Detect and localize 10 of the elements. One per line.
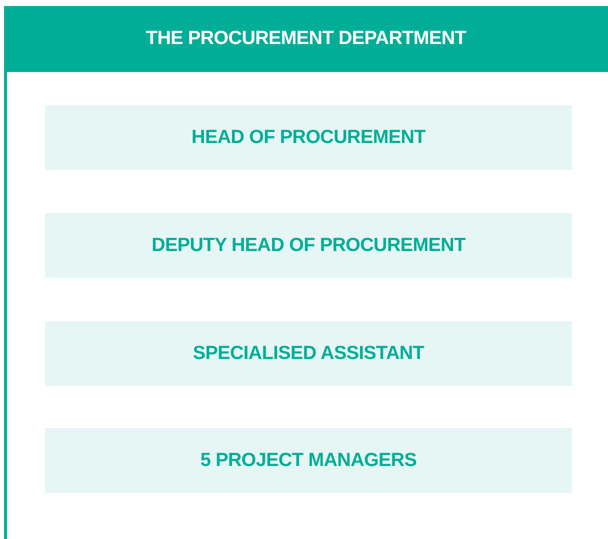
role-box <box>45 105 572 170</box>
department-title: THE PROCUREMENT DEPARTMENT <box>146 28 466 50</box>
role-label: SPECIALISED ASSISTANT <box>192 342 424 364</box>
role-box <box>45 213 572 278</box>
role-box <box>45 428 572 493</box>
role-label: HEAD OF PROCUREMENT <box>192 126 426 148</box>
department-panel <box>4 6 608 539</box>
role-box <box>45 321 572 386</box>
role-label: DEPUTY HEAD OF PROCUREMENT <box>152 234 466 256</box>
role-label: 5 PROJECT MANAGERS <box>200 450 417 472</box>
